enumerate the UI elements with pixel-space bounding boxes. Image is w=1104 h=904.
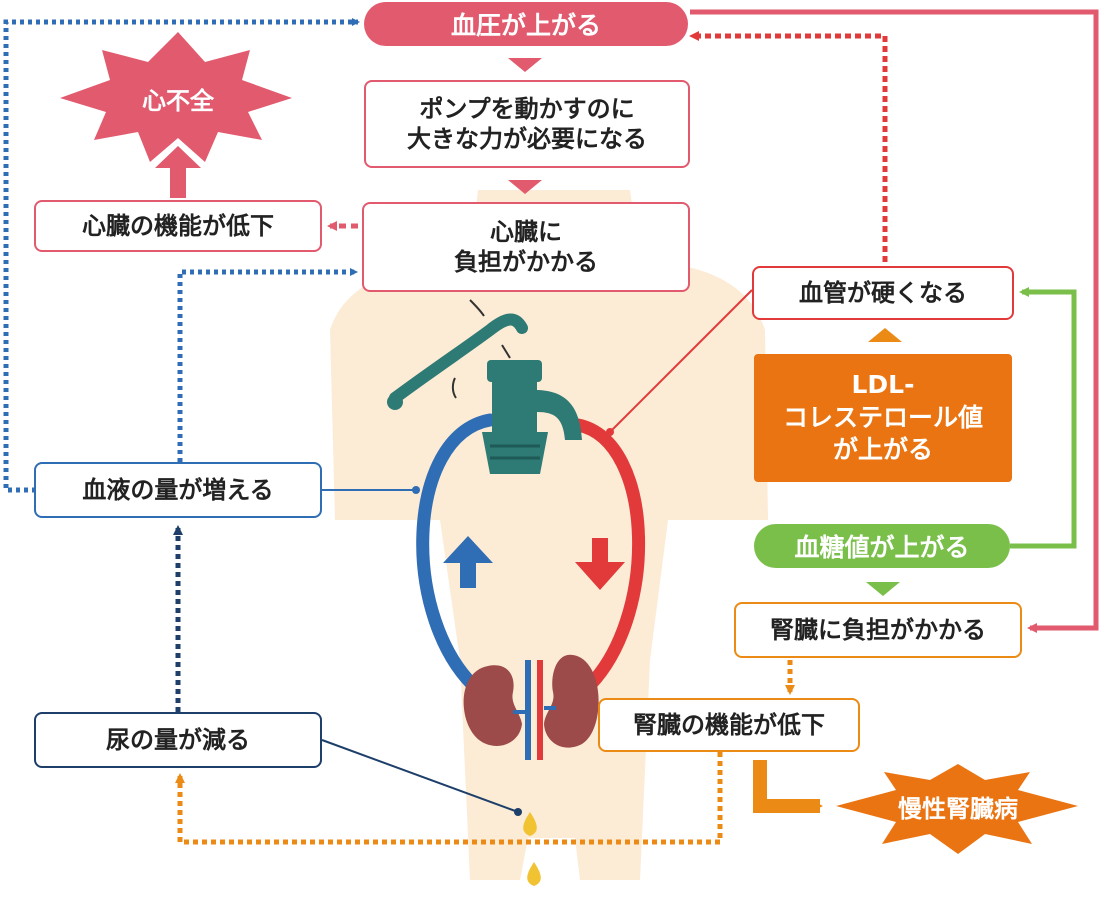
pointer-dot [606, 428, 614, 436]
node-blood-volume: 血液の量が増える [34, 462, 322, 518]
arrow-blood-to-heart-load [177, 268, 358, 462]
pointer-vessel [609, 289, 753, 433]
node-sugar-rise: 血糖値が上がる [754, 524, 1010, 568]
node-urine-decrease: 尿の量が減る [34, 712, 322, 768]
urine-drop-icon [523, 812, 537, 836]
body-silhouette [330, 190, 768, 880]
node-ckd: 慢性腎臓病 [898, 794, 1018, 823]
arrow-vessel-to-bp [689, 31, 888, 262]
heart-failure-burst [60, 32, 292, 162]
arrow-sugar-to-vessel [1010, 287, 1077, 549]
artery-loop [571, 418, 645, 697]
flow-triangle [508, 58, 542, 72]
flow-triangle [508, 180, 542, 194]
down-arrow-icon [575, 538, 625, 590]
node-bp-rise: 血圧が上がる [364, 2, 688, 46]
kidney-icon [463, 654, 599, 748]
node-pump-force: ポンプを動かすのに 大きな力が必要になる [364, 80, 690, 168]
arrow-kidney-to-urine [175, 752, 723, 845]
vein-loop [416, 413, 497, 697]
node-heart-failure: 心不全 [142, 86, 214, 115]
node-vessel-harden: 血管が硬くなる [752, 266, 1014, 320]
pointer-dot [514, 808, 522, 816]
flow-triangle [866, 582, 900, 596]
flow-triangle [868, 328, 902, 342]
node-kidney-decline: 腎臓の機能が低下 [598, 698, 860, 752]
pointer-urine [321, 739, 519, 813]
node-heart-load: 心臓に 負担がかかる [362, 202, 690, 292]
arrow-bp-to-kidney [690, 9, 1099, 633]
urine-drop-icon [527, 862, 541, 886]
node-heart-decline: 心臓の機能が低下 [34, 200, 322, 252]
water-pump-icon [387, 299, 582, 474]
ckd-burst [836, 764, 1078, 854]
arrow-kidney-to-ckd [753, 760, 823, 813]
pointer-dot [412, 486, 420, 494]
node-ldl-rise: LDL- コレステロール値 が上がる [754, 354, 1012, 482]
arrow-to-heart-failure [155, 146, 201, 198]
up-arrow-icon [443, 536, 493, 588]
node-kidney-load: 腎臓に負担がかかる [734, 602, 1022, 658]
arrow-blood-to-bp [3, 18, 360, 493]
